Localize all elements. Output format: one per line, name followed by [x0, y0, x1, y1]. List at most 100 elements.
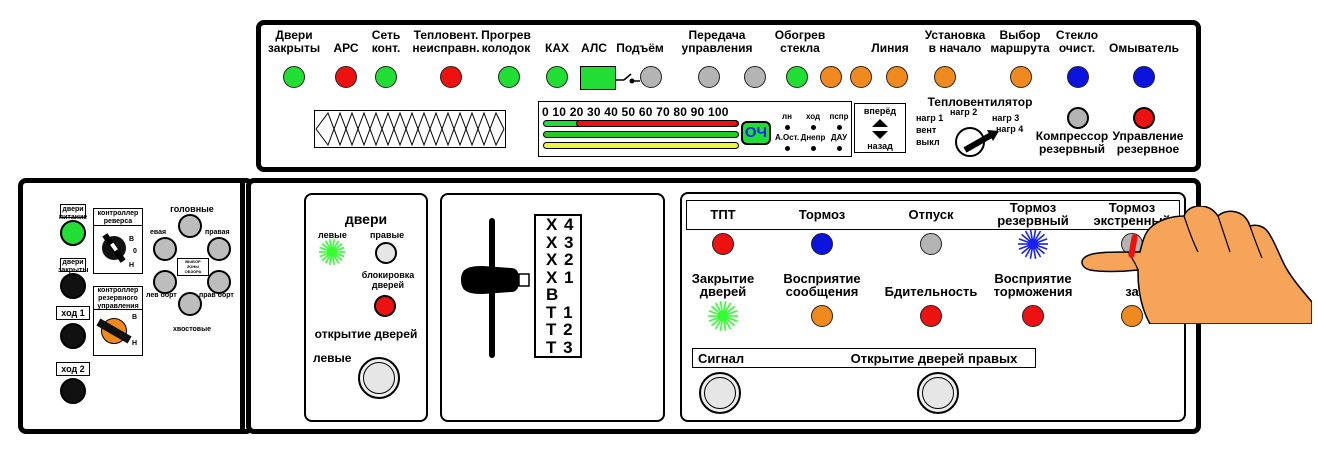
mirror-prav-button[interactable] [207, 270, 231, 294]
signal-lamp-13 [886, 66, 908, 88]
controller-handle[interactable] [455, 262, 535, 298]
speed-bar-track-3 [543, 142, 739, 149]
ars-dot-top-1[interactable] [811, 125, 816, 130]
brake-row2-lamp-3 [1022, 305, 1044, 327]
reserve-controller-label: контроллер резервного управления [97, 287, 139, 310]
doors-block-button[interactable] [374, 295, 396, 317]
signal-lamp-10 [786, 66, 808, 88]
up-down-arrow-icon [872, 119, 888, 139]
signal-label-14: Установка в начало [924, 28, 986, 55]
mirror-head-label: головные [170, 204, 214, 214]
ars-dot-top-0[interactable] [785, 125, 790, 130]
signal-lamp-3 [440, 66, 462, 88]
controller-position-3: Х 1 [546, 267, 575, 287]
open-right-doors-button[interactable] [917, 372, 959, 414]
mirror-lev-button[interactable] [153, 270, 177, 294]
doors-left-label: левые [318, 230, 347, 240]
signal-box [692, 348, 1036, 368]
doors-closed-button[interactable] [60, 273, 86, 299]
brake-header-4: Тормоз экстренный [1093, 200, 1171, 228]
doors-block-label: блокировка дверей [361, 270, 415, 290]
brake-header-3: Тормоз резервный [997, 200, 1069, 228]
speed-scale: 0 10 20 30 40 50 60 70 80 90 100 [542, 105, 729, 119]
signal-label-1: АРС [333, 41, 359, 55]
reserve-control-button[interactable] [1133, 107, 1155, 129]
brake-row2-label-1: Восприятие сообщения [783, 271, 861, 299]
move1-label-box [56, 306, 90, 320]
ars-dot-bottom-2[interactable] [837, 146, 842, 151]
mirror-prav-label: прав борт [199, 292, 234, 299]
ars-dot-bottom-0[interactable] [785, 146, 790, 151]
brake-row2-label-2: Бдительность [884, 284, 978, 299]
signal-label-16: Стекло очист. [1055, 28, 1099, 55]
doors-feed-button[interactable] [60, 220, 86, 246]
signal-lamp-11 [820, 66, 842, 88]
signal-lamp-1 [335, 66, 357, 88]
signal-label-13: Линия [871, 41, 909, 55]
controller-position-4: В [546, 285, 560, 304]
fan-position-0: нагр 1 [916, 113, 944, 123]
res-mark-n: Н [132, 340, 138, 347]
controller-position-0: Х 4 [546, 215, 575, 234]
controller-position-7: Т 3 [546, 337, 574, 357]
ars-dot-bottom-1[interactable] [811, 146, 816, 151]
fan-position-5: выкл [916, 137, 940, 147]
move1-button[interactable] [60, 323, 86, 349]
signal-label-0: Двери закрыты [267, 28, 321, 55]
doors-right-lamp [375, 242, 397, 264]
reserve-controller-title-box [93, 286, 143, 310]
signal-lamp-8 [698, 66, 720, 88]
doors-feed-label-box [60, 204, 86, 218]
mirror-right-button[interactable] [207, 237, 231, 261]
als-indicator [580, 66, 616, 90]
signal-button[interactable] [699, 372, 741, 414]
fan-switch-pointer-icon [963, 130, 999, 153]
move2-label-box [56, 362, 90, 376]
mirror-tail-label: хвостовые [173, 326, 211, 333]
fan-position-1: нагр 2 [950, 107, 978, 117]
brake-header-box [686, 200, 1180, 230]
doors-left-lamp-flash [319, 239, 345, 265]
doors-open-left-label: левые [313, 351, 352, 365]
ars-dot-top-2[interactable] [837, 125, 842, 130]
signal-label-6: АЛС [581, 41, 607, 55]
brake-lamp-1 [811, 233, 833, 255]
fan-title: Тепловентилятор [927, 95, 1033, 109]
brake-lamp-2 [920, 233, 942, 255]
fan-position-2: нагр 3 [992, 113, 1020, 123]
mirror-head-button[interactable] [178, 214, 202, 238]
doors-open-title: открытие дверей [314, 327, 418, 341]
compressor-button[interactable] [1067, 107, 1089, 129]
signal-label-17: Омыватель [1109, 41, 1179, 55]
mirror-tail-button[interactable] [178, 292, 202, 316]
doors-closed-label: двери закрыты [58, 259, 89, 274]
signal-label-4: Прогрев колодок [481, 28, 531, 55]
als-switch-icon[interactable] [616, 70, 640, 86]
doors-title: двери [344, 211, 388, 227]
direction-indicator [854, 103, 906, 153]
mirror-left-button[interactable] [153, 237, 177, 261]
move2-label: ход 2 [61, 364, 85, 374]
brake-row2-label-4: за [1125, 284, 1139, 299]
controller-position-2: Х 2 [546, 250, 575, 269]
signal-lamp-9 [744, 66, 766, 88]
och-indicator: ОЧ [741, 121, 771, 145]
direction-forward: вперёд [863, 106, 897, 116]
mirror-center-box [177, 258, 209, 276]
controller-position-5: Т 1 [546, 302, 574, 322]
signal-lamp-4 [498, 66, 520, 88]
brake-row2-lamp-0 [708, 301, 738, 331]
rev-mark-n: Н [129, 262, 135, 269]
rev-mark-v: В [129, 236, 135, 243]
signal-lamp-16 [1067, 66, 1089, 88]
move2-button[interactable] [60, 378, 86, 404]
doors-open-left-button[interactable] [358, 357, 400, 399]
controller-position-1: Х 3 [546, 232, 575, 252]
ars-mode-top-0: лн [782, 112, 792, 121]
speed-bar-limit [576, 120, 738, 127]
ars-mode-bottom-1: Днепр [800, 133, 826, 142]
doors-closed-label-box [60, 258, 86, 272]
brake-header-2: Отпуск [908, 207, 954, 222]
reverser-controller-label: контроллер реверса [97, 210, 139, 225]
signal-lamp-2 [375, 66, 397, 88]
